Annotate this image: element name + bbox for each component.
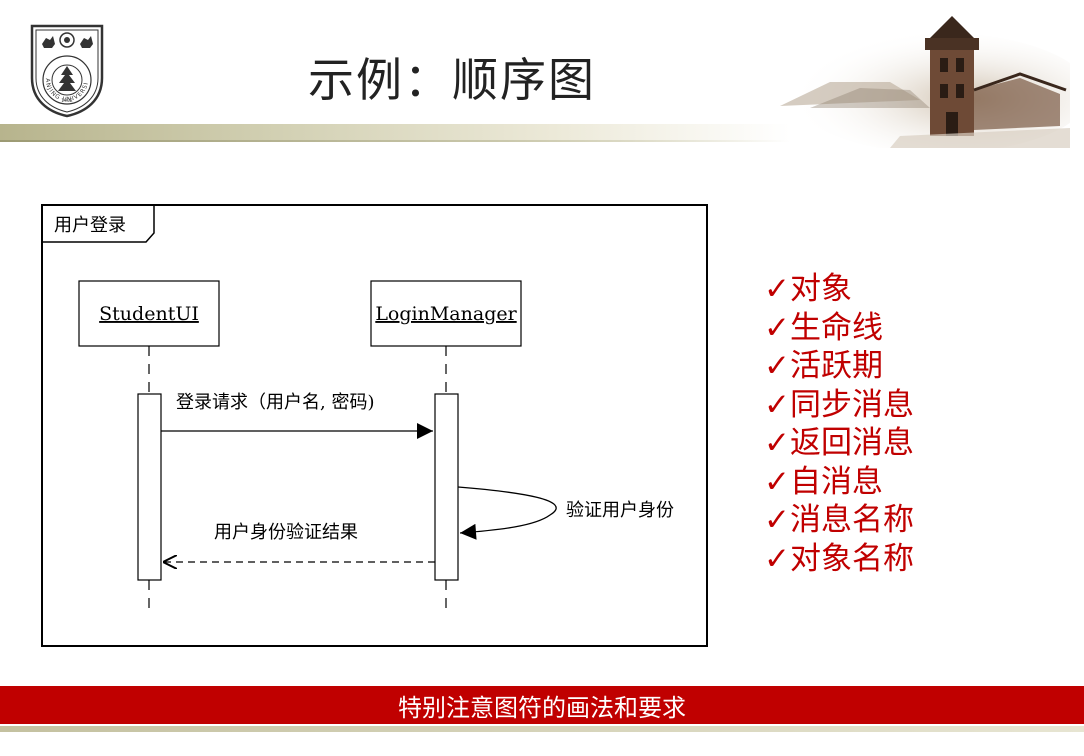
header-divider: [0, 140, 790, 142]
object-box-studentui: [78, 280, 220, 347]
object-name-studentui: StudentUI: [99, 303, 199, 325]
object-name-loginmanager: LoginManager: [375, 303, 517, 325]
self-message-arrow: [457, 486, 557, 540]
notation-checklist: ✓对象 ✓生命线 ✓活跃期 ✓同步消息 ✓返回消息 ✓自消息 ✓消息名称 ✓对象…: [764, 270, 914, 578]
footer-text: 特别注意图符的画法和要求: [398, 693, 686, 722]
checklist-item-message-name: ✓消息名称: [764, 502, 914, 538]
checklist-item-return-message: ✓返回消息: [764, 425, 914, 461]
logo-year: 1902: [61, 98, 73, 104]
checklist-item-lifeline: ✓生命线: [764, 309, 883, 346]
frame-label-tab: [42, 205, 155, 243]
checklist-item-object-name: ✓对象名称: [764, 540, 914, 577]
checklist-item-sync-message: ✓同步消息: [764, 386, 914, 423]
sync-message-label: 登录请求（用户名, 密码): [176, 392, 374, 413]
checklist-item-self-message: ✓自消息: [764, 463, 883, 500]
checklist-item-activation: ✓活跃期: [764, 348, 883, 384]
activation-studentui: [137, 393, 162, 581]
campus-building-image: [780, 16, 1070, 148]
slide-title: 示例：顺序图: [308, 53, 596, 107]
self-message-label: 验证用户身份: [566, 500, 674, 521]
checklist-item-object: ✓对象: [764, 271, 852, 307]
diagram-frame: [41, 204, 708, 647]
footer-banner: 特别注意图符的画法和要求: [0, 686, 1084, 724]
pine-tree-icon: [58, 66, 76, 91]
lion-icon: [42, 36, 93, 48]
frame-label: 用户登录: [54, 215, 126, 236]
return-message-label: 用户身份验证结果: [214, 522, 358, 543]
footer-stripe: [0, 726, 1084, 732]
university-logo: 1902 NANJING UNIVERSITY: [26, 22, 104, 118]
activation-loginmanager: [434, 393, 459, 581]
header-band: [0, 124, 790, 142]
